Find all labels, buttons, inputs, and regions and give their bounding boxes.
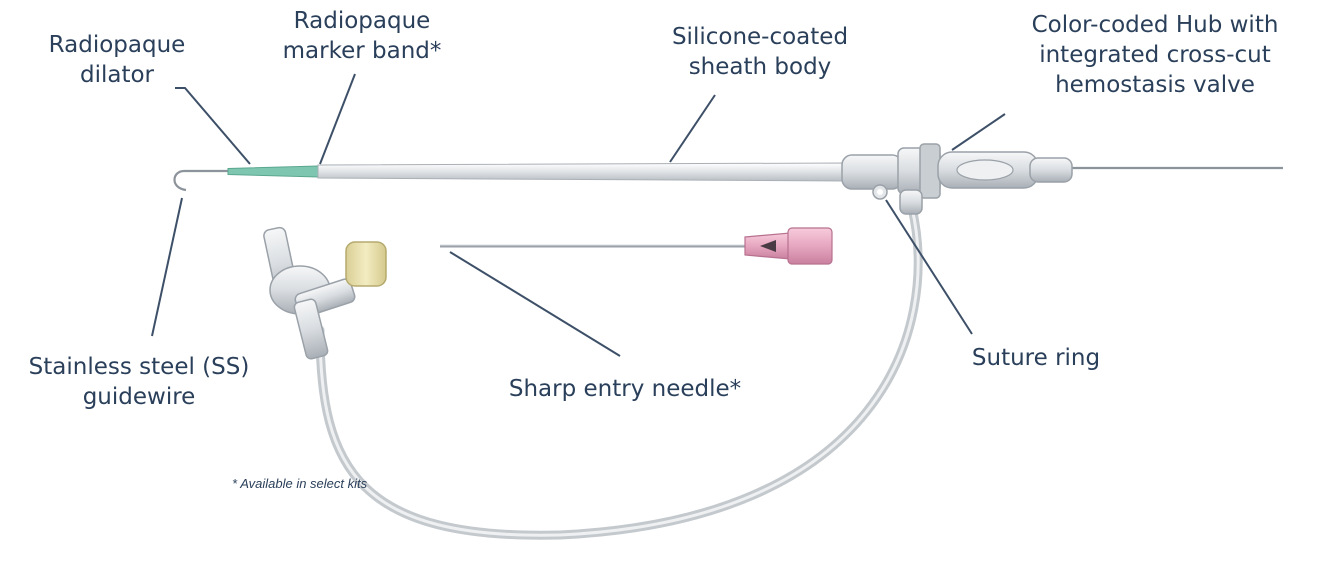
leader-line-guidewire	[152, 198, 182, 336]
label-marker-band-line-1: Radiopaque	[272, 6, 452, 36]
leader-line-hub	[952, 114, 1005, 150]
label-guidewire-line-1: Stainless steel (SS)	[8, 352, 270, 382]
label-hub-line-1: Color-coded Hub with	[998, 10, 1312, 40]
label-hub-line-2: integrated cross-cut	[998, 40, 1312, 70]
leader-line-marker-band	[320, 74, 355, 164]
label-hub: Color-coded Hub with integrated cross-cu…	[998, 10, 1312, 100]
label-sheath-body: Silicone-coated sheath body	[640, 22, 880, 82]
label-guidewire: Stainless steel (SS) guidewire	[8, 352, 270, 412]
sheath-body	[318, 163, 845, 181]
leader-line-needle	[450, 252, 620, 356]
entry-needle	[440, 228, 832, 264]
suture-ring-shape	[873, 185, 887, 199]
stopcock-cap	[346, 242, 386, 286]
dilator-tip	[228, 166, 318, 177]
label-sheath-body-line-1: Silicone-coated	[640, 22, 880, 52]
leader-line-sheath-body	[670, 95, 715, 162]
leader-line-suture-ring	[886, 200, 972, 334]
stopcock	[263, 226, 357, 359]
footnote: * Available in select kits	[232, 476, 367, 491]
label-dilator-line-1: Radiopaque	[36, 30, 198, 60]
label-dilator-line-2: dilator	[36, 60, 198, 90]
label-hub-line-3: hemostasis valve	[998, 70, 1312, 100]
label-marker-band-line-2: marker band*	[272, 36, 452, 66]
hub	[842, 144, 1072, 214]
label-marker-band: Radiopaque marker band*	[272, 6, 452, 66]
label-sheath-body-line-2: sheath body	[640, 52, 880, 82]
label-radiopaque-dilator: Radiopaque dilator	[36, 30, 198, 90]
leader-line-dilator	[175, 88, 250, 164]
label-guidewire-line-2: guidewire	[8, 382, 270, 412]
label-suture-ring: Suture ring	[936, 343, 1136, 373]
label-needle: Sharp entry needle*	[480, 374, 770, 404]
